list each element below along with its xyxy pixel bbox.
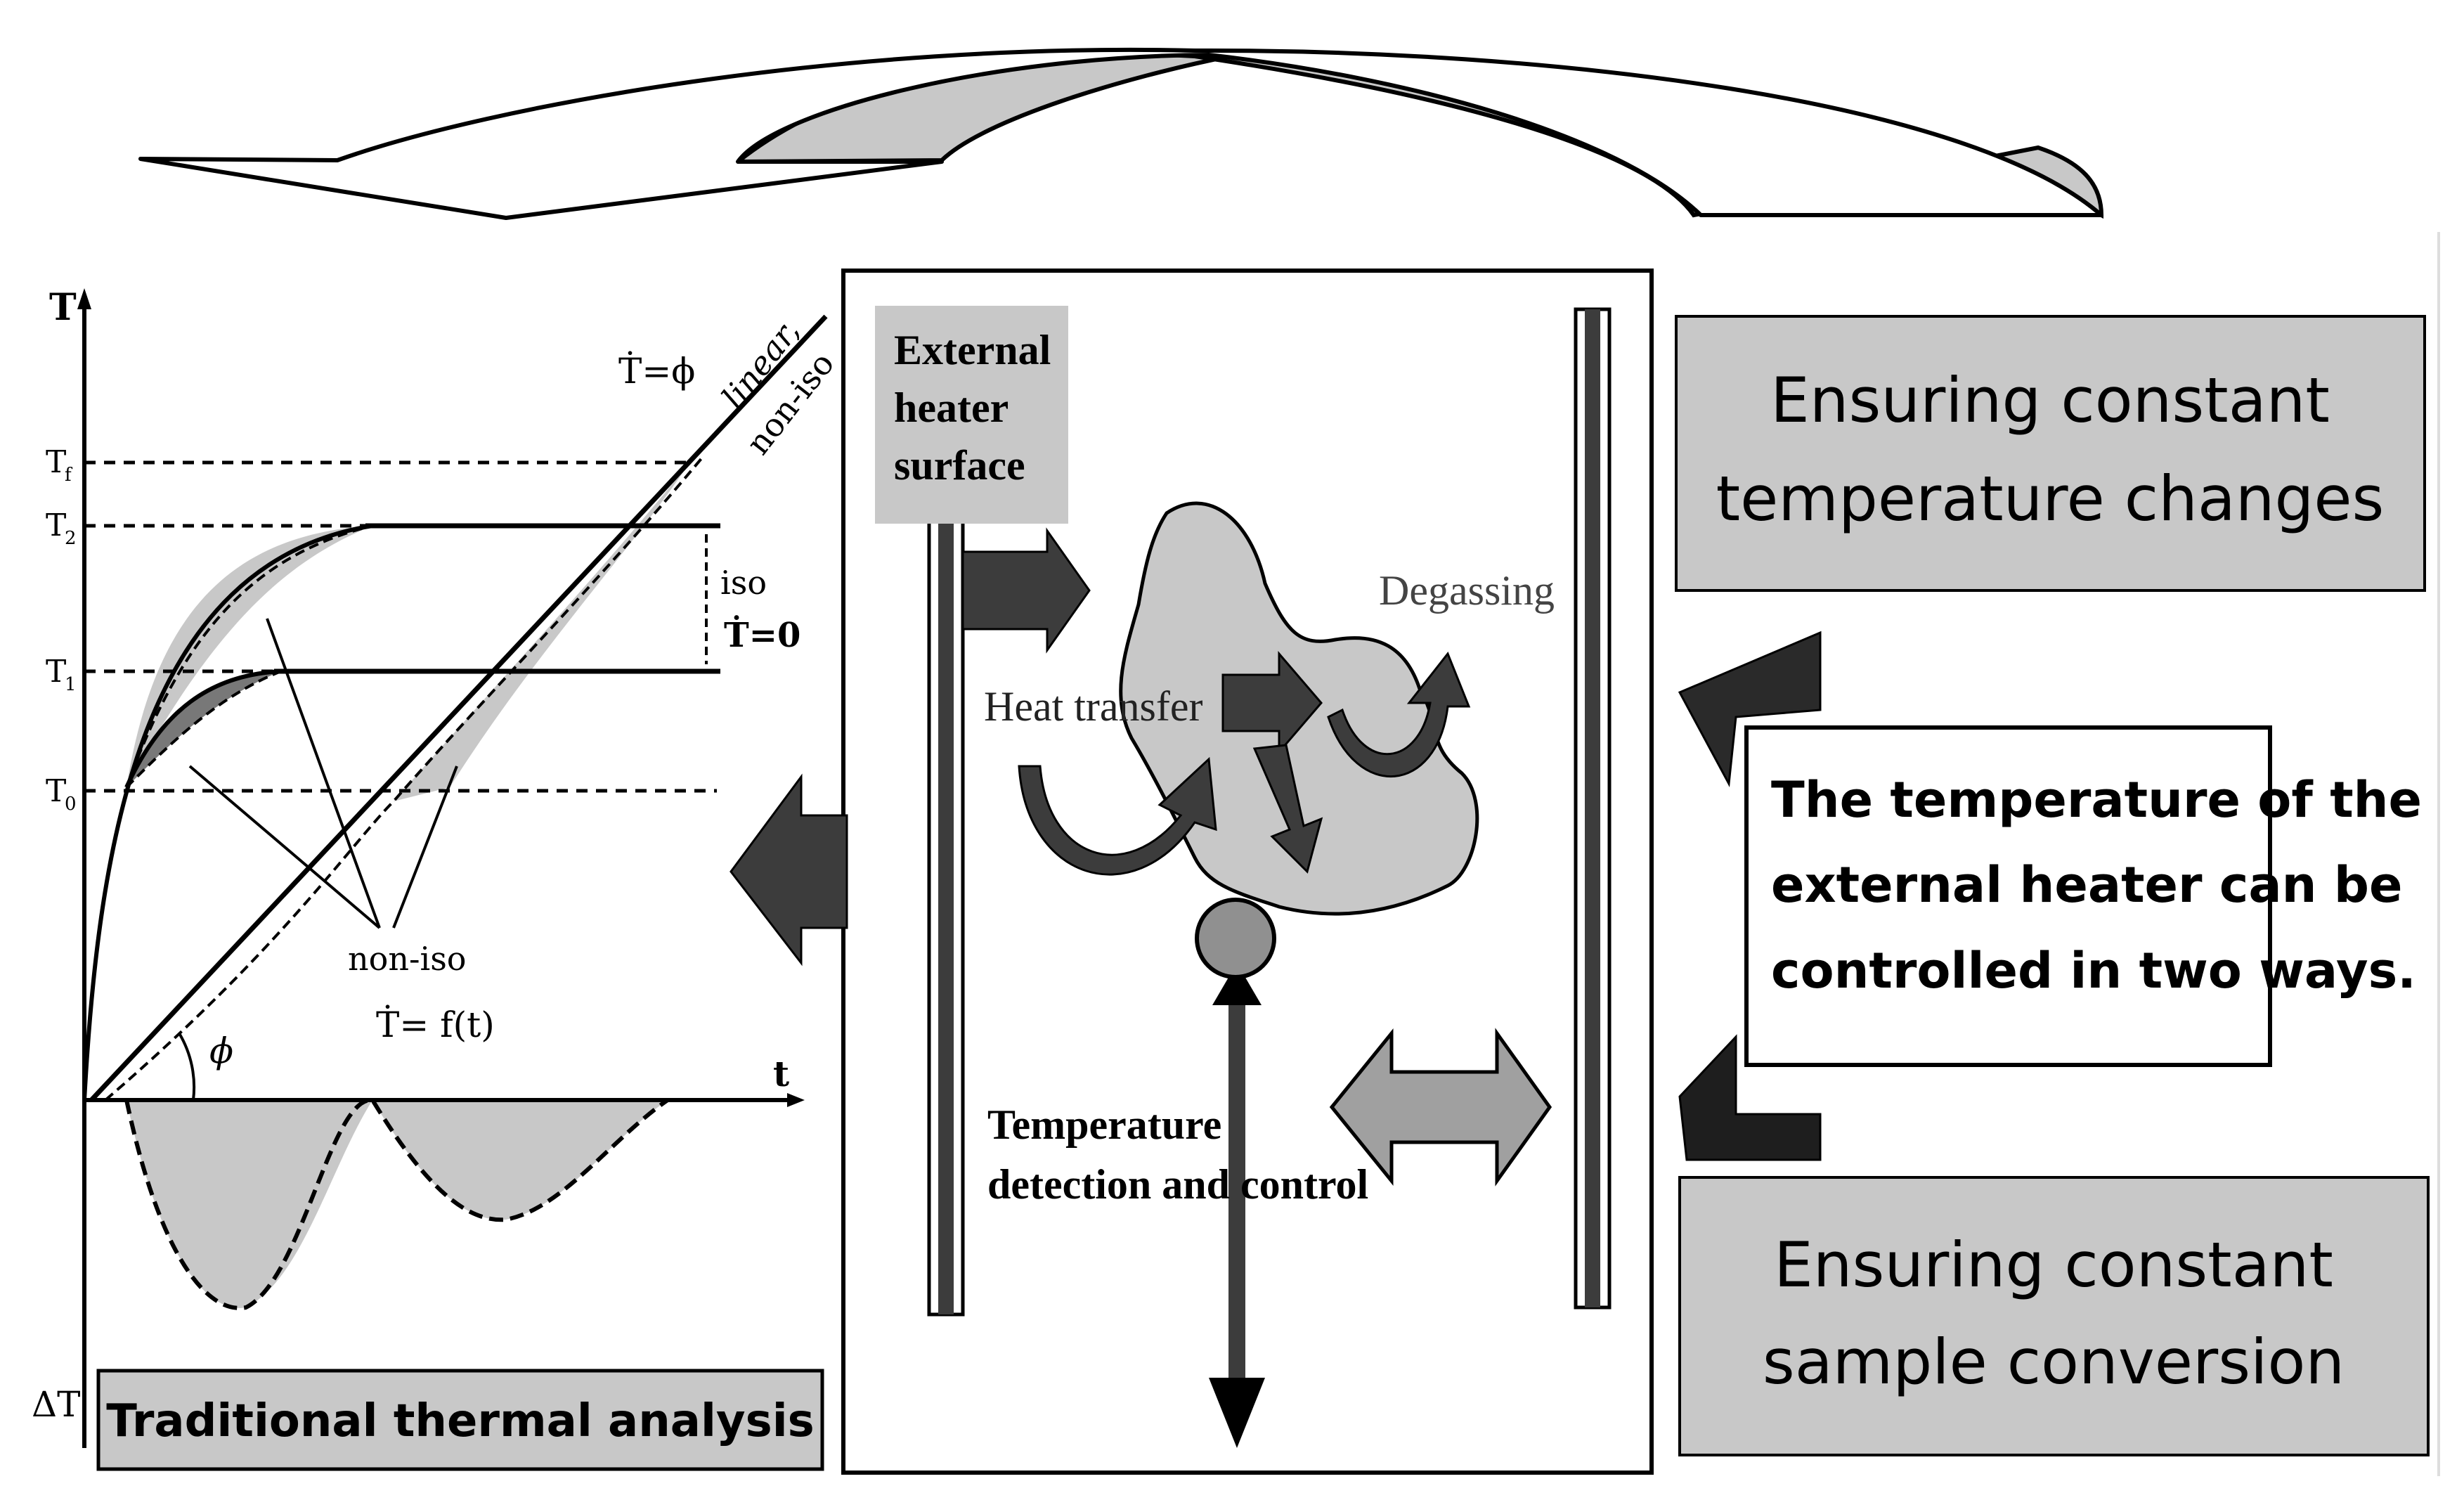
box-bottom [1678, 1176, 2430, 1456]
phi-label: ϕ [209, 1030, 233, 1071]
heat-arrow-internal [1221, 650, 1323, 756]
heater-label-line1: External [894, 327, 1051, 373]
heater-label-box [875, 306, 1068, 524]
iso-rate-label: Ṫ=0 [724, 614, 800, 655]
svg-text:T: T [46, 773, 66, 809]
svg-text:f: f [65, 465, 73, 486]
heat-arrow-in [961, 527, 1091, 654]
heater-label-line3: surface [894, 442, 1025, 489]
axis-label-delta-t: ΔT [32, 1384, 80, 1425]
box-top [1675, 315, 2426, 592]
sensor-arrow-down [1209, 1378, 1265, 1448]
caption-box [96, 1369, 824, 1471]
control-double-arrow [1329, 1028, 1552, 1187]
box-bottom-line2: sample conversion [1763, 1326, 2345, 1398]
temp-detect-line2: detection and control [987, 1161, 1368, 1208]
non-iso-curve [104, 455, 704, 1101]
top-curved-arrow [138, 47, 2104, 220]
note-line3: controlled in two ways. [1771, 942, 2416, 1000]
caption-text: Traditional thermal analysis [106, 1395, 815, 1447]
y-axis-arrow [77, 288, 91, 309]
curve-t2 [82, 524, 373, 1101]
box-top-line2: temperature changes [1716, 463, 2385, 535]
non-iso-label: non-iso [348, 940, 467, 978]
sensor-arrow-up [1212, 963, 1262, 1005]
curve-t2-lower [125, 524, 373, 788]
note-box [1744, 725, 2272, 1067]
degassing-arrow [1327, 652, 1471, 777]
curve-t1 [124, 669, 282, 789]
heater-label-line2: heater [894, 384, 1009, 431]
pointer-line-3 [392, 765, 458, 929]
svg-text:1: 1 [65, 674, 77, 695]
rate-const-label: Ṫ=ϕ [618, 350, 695, 392]
svg-text:2: 2 [65, 528, 77, 549]
pointer-line-2 [266, 618, 381, 929]
phi-arc [178, 1032, 196, 1101]
svg-text:T: T [46, 508, 66, 543]
shaded-area-dt-1 [127, 1100, 372, 1308]
x-axis-arrow [787, 1093, 805, 1107]
rate-func-label: Ṫ= f(t) [376, 1004, 495, 1045]
note-line2: external heater can be [1771, 856, 2402, 914]
box-top-line1: Ensuring constant [1770, 364, 2330, 437]
arrow-to-graph [730, 773, 848, 967]
linear-line [89, 314, 828, 1102]
dt-curve [124, 1097, 669, 1310]
svg-text:T: T [46, 654, 66, 690]
level-label-t1: T 1 [46, 654, 77, 695]
iso-label: iso [720, 564, 767, 602]
level-label-tf: T f [46, 444, 73, 486]
temp-detect-line1: Temperature [987, 1101, 1221, 1148]
center-panel: External heater surface Degassing Heat t… [841, 269, 1654, 1475]
axis-label-time: t [773, 1053, 789, 1094]
arrow-up-left [1678, 631, 1822, 787]
right-panel: Ensuring constant temperature changes Th… [1675, 232, 2440, 1476]
sensor-circle [1195, 898, 1276, 979]
curve-t1-lower [125, 670, 282, 789]
shaded-area-dt-2 [372, 1100, 668, 1220]
axis-label-t: T [49, 286, 77, 329]
arrow-down-left [1678, 1034, 1822, 1161]
box-bottom-line1: Ensuring constant [1774, 1229, 2333, 1301]
heat-transfer-label: Heat transfer [984, 683, 1203, 730]
svg-text:0: 0 [65, 794, 77, 815]
thermal-graph: T t ΔT T f T 2 T 1 T 0 Ṫ=ϕ linear, non-i… [32, 286, 841, 1471]
note-line1: The temperature of the [1771, 771, 2422, 829]
level-label-t2: T 2 [46, 508, 77, 549]
level-label-t0: T 0 [46, 773, 77, 815]
pointer-line-1 [188, 765, 381, 929]
svg-text:T: T [46, 444, 66, 480]
degassing-label: Degassing [1379, 567, 1555, 614]
heat-arrow-down [1252, 744, 1323, 874]
curved-arrow-left [1018, 756, 1217, 876]
